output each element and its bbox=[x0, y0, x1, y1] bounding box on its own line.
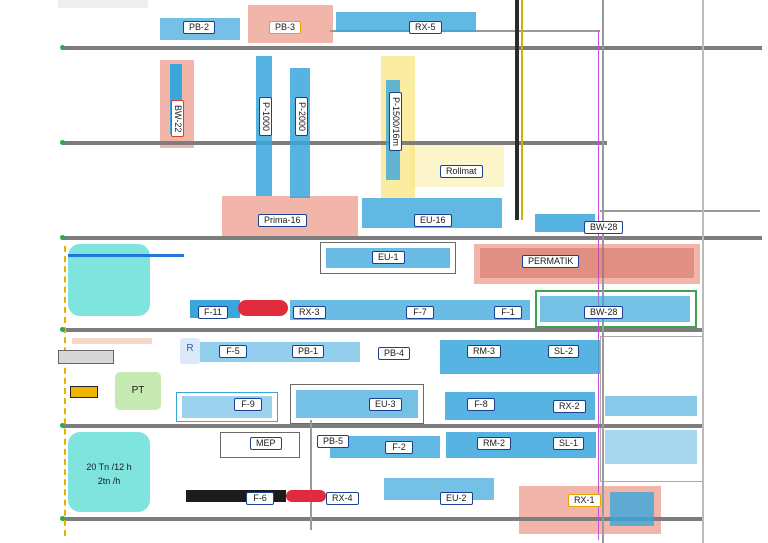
column-p-line bbox=[310, 420, 312, 530]
label-f5: F-5 bbox=[219, 345, 247, 358]
equip-red-drums bbox=[238, 300, 288, 316]
rail-2 bbox=[62, 141, 607, 145]
equip-bw28-top bbox=[535, 214, 595, 232]
label-sl1: SL-1 bbox=[553, 437, 585, 450]
label-f11: F-11 bbox=[198, 306, 228, 319]
column-far-right bbox=[702, 0, 704, 543]
label-eu3: EU-3 bbox=[369, 398, 402, 411]
equip-f6-red bbox=[286, 490, 326, 502]
column-magenta bbox=[598, 30, 599, 540]
equip-rx5 bbox=[336, 12, 476, 32]
equip-permatik bbox=[480, 248, 694, 278]
label-pt: PT bbox=[131, 385, 145, 396]
rail-end-dot bbox=[60, 516, 65, 521]
zone-storage-bottom bbox=[68, 432, 150, 512]
equip-eu2-row bbox=[384, 478, 494, 500]
rail-mid-right bbox=[600, 210, 760, 212]
truck-icon bbox=[58, 350, 114, 364]
frame-mep bbox=[220, 432, 300, 458]
column-main-dark-2 bbox=[521, 0, 523, 220]
equip-rx2-row bbox=[605, 396, 697, 416]
label-pb5: PB-5 bbox=[317, 435, 350, 448]
label-rx1: RX-1 bbox=[568, 494, 601, 507]
zone-pt bbox=[115, 372, 161, 410]
label-bw22: BW-22 bbox=[171, 100, 184, 138]
rail-5 bbox=[62, 424, 702, 428]
label-mep: MEP bbox=[250, 437, 282, 450]
rail-end-dot bbox=[60, 45, 65, 50]
frame-f9 bbox=[176, 392, 278, 422]
label-f1: F-1 bbox=[494, 306, 522, 319]
label-bw28-mid: BW-28 bbox=[584, 306, 624, 319]
label-rollmat: Rollmat bbox=[440, 165, 483, 178]
label-f6: F-6 bbox=[246, 492, 274, 505]
column-main-dark bbox=[515, 0, 519, 220]
rail-end-dot bbox=[60, 423, 65, 428]
label-rx3: RX-3 bbox=[293, 306, 326, 319]
label-pb1: PB-1 bbox=[292, 345, 325, 358]
zone-top-left bbox=[58, 0, 148, 8]
label-sl2: SL-2 bbox=[548, 345, 580, 358]
label-f8: F-8 bbox=[467, 398, 495, 411]
label-p2000: P-2000 bbox=[295, 97, 308, 137]
rail-3 bbox=[62, 236, 762, 240]
label-p1500: P-1500/16m bbox=[389, 92, 402, 152]
label-p1000: P-1000 bbox=[259, 97, 272, 137]
frame-eu3 bbox=[290, 384, 424, 424]
rail-6 bbox=[62, 517, 702, 521]
rail-end-dot bbox=[60, 327, 65, 332]
equip-right-rows bbox=[605, 430, 697, 464]
forklift-icon bbox=[70, 386, 98, 398]
label-permatik: PERMATIK bbox=[522, 255, 580, 268]
rail-end-dot bbox=[60, 235, 65, 240]
frame-eu1 bbox=[320, 242, 456, 274]
label-rx5: RX-5 bbox=[409, 21, 442, 34]
frame-bw28-mid bbox=[535, 290, 697, 328]
label-rm3: RM-3 bbox=[467, 345, 501, 358]
equip-blue-line bbox=[68, 254, 184, 257]
zone-permatik bbox=[474, 244, 700, 284]
label-r: R bbox=[186, 343, 194, 354]
label-eu2: EU-2 bbox=[440, 492, 473, 505]
capacity-line-1: 20 Tn /12 h bbox=[86, 462, 132, 472]
label-pb4: PB-4 bbox=[378, 347, 411, 360]
label-pb2: PB-2 bbox=[183, 21, 216, 34]
label-rx2: RX-2 bbox=[553, 400, 586, 413]
label-f7: F-7 bbox=[406, 306, 434, 319]
label-rm2: RM-2 bbox=[477, 437, 511, 450]
equip-rx1-row bbox=[610, 492, 654, 526]
label-bw28-top: BW-28 bbox=[584, 221, 624, 234]
column-left-dashed bbox=[64, 246, 66, 536]
label-pb3: PB-3 bbox=[269, 21, 302, 34]
label-f9: F-9 bbox=[234, 398, 262, 411]
label-f2: F-2 bbox=[385, 441, 413, 454]
zone-left-band bbox=[72, 338, 152, 344]
rail-1 bbox=[62, 46, 762, 50]
label-prima16: Prima-16 bbox=[258, 214, 307, 227]
capacity-line-2: 2tn /h bbox=[97, 476, 121, 486]
rail-end-dot bbox=[60, 140, 65, 145]
label-eu16: EU-16 bbox=[414, 214, 452, 227]
label-rx4: RX-4 bbox=[326, 492, 359, 505]
rail-4 bbox=[62, 328, 702, 332]
column-right bbox=[602, 0, 604, 543]
zone-r bbox=[180, 338, 200, 364]
label-eu1: EU-1 bbox=[372, 251, 405, 264]
